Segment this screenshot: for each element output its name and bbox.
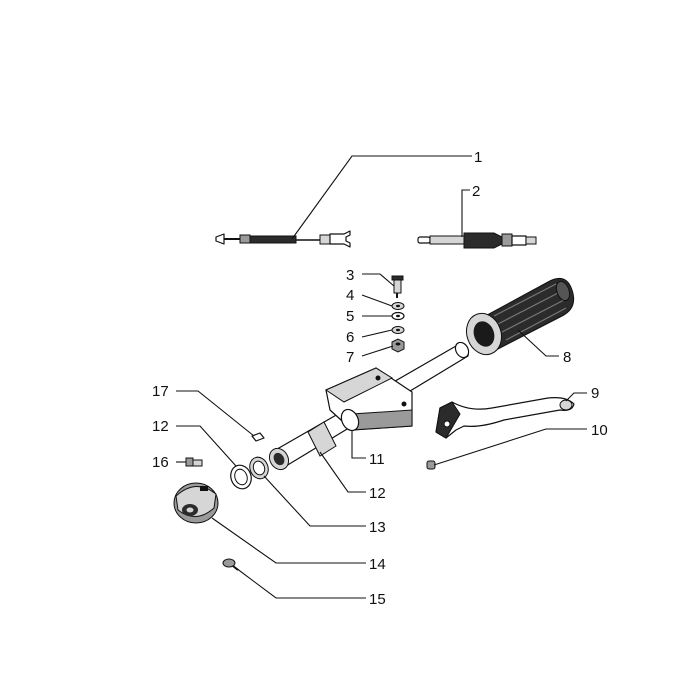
callout-12-right: 12 — [369, 485, 386, 502]
part-4-washer — [391, 302, 405, 310]
part-2-adjuster — [417, 232, 537, 249]
callout-labels: 1 2 3 4 5 6 7 8 9 10 11 12 12 13 14 15 1… — [152, 149, 608, 608]
callout-10: 10 — [591, 422, 608, 439]
part-12-ring — [230, 464, 252, 490]
callout-9: 9 — [591, 385, 599, 402]
part-17-clip — [251, 432, 265, 442]
part-8-grip — [465, 277, 575, 356]
callout-5: 5 — [346, 308, 354, 325]
part-11-handlebar — [268, 341, 470, 471]
callout-4: 4 — [346, 287, 354, 304]
part-5-washer — [391, 311, 405, 321]
part-14-throttle-housing — [173, 482, 219, 524]
callout-6: 6 — [346, 329, 354, 346]
callout-7: 7 — [346, 349, 354, 366]
part-13-ring — [249, 456, 269, 480]
part-6-washer — [391, 326, 405, 334]
callout-14: 14 — [369, 556, 386, 573]
part-3-screw — [391, 275, 404, 298]
callout-8: 8 — [563, 349, 571, 366]
part-7-nut — [391, 338, 405, 353]
callout-2: 2 — [472, 183, 480, 200]
callout-16: 16 — [152, 454, 169, 471]
part-1-cable — [215, 230, 351, 248]
callout-17: 17 — [152, 383, 169, 400]
callout-1: 1 — [474, 149, 482, 166]
callout-12-left: 12 — [152, 418, 169, 435]
part-10-pin — [426, 460, 436, 470]
part-9-lever — [435, 397, 575, 439]
part-16-screw — [185, 457, 203, 467]
callout-11: 11 — [369, 451, 385, 468]
leader-lines — [176, 155, 587, 599]
callout-13: 13 — [369, 519, 386, 536]
callout-3: 3 — [346, 267, 354, 284]
callout-15: 15 — [369, 591, 386, 608]
